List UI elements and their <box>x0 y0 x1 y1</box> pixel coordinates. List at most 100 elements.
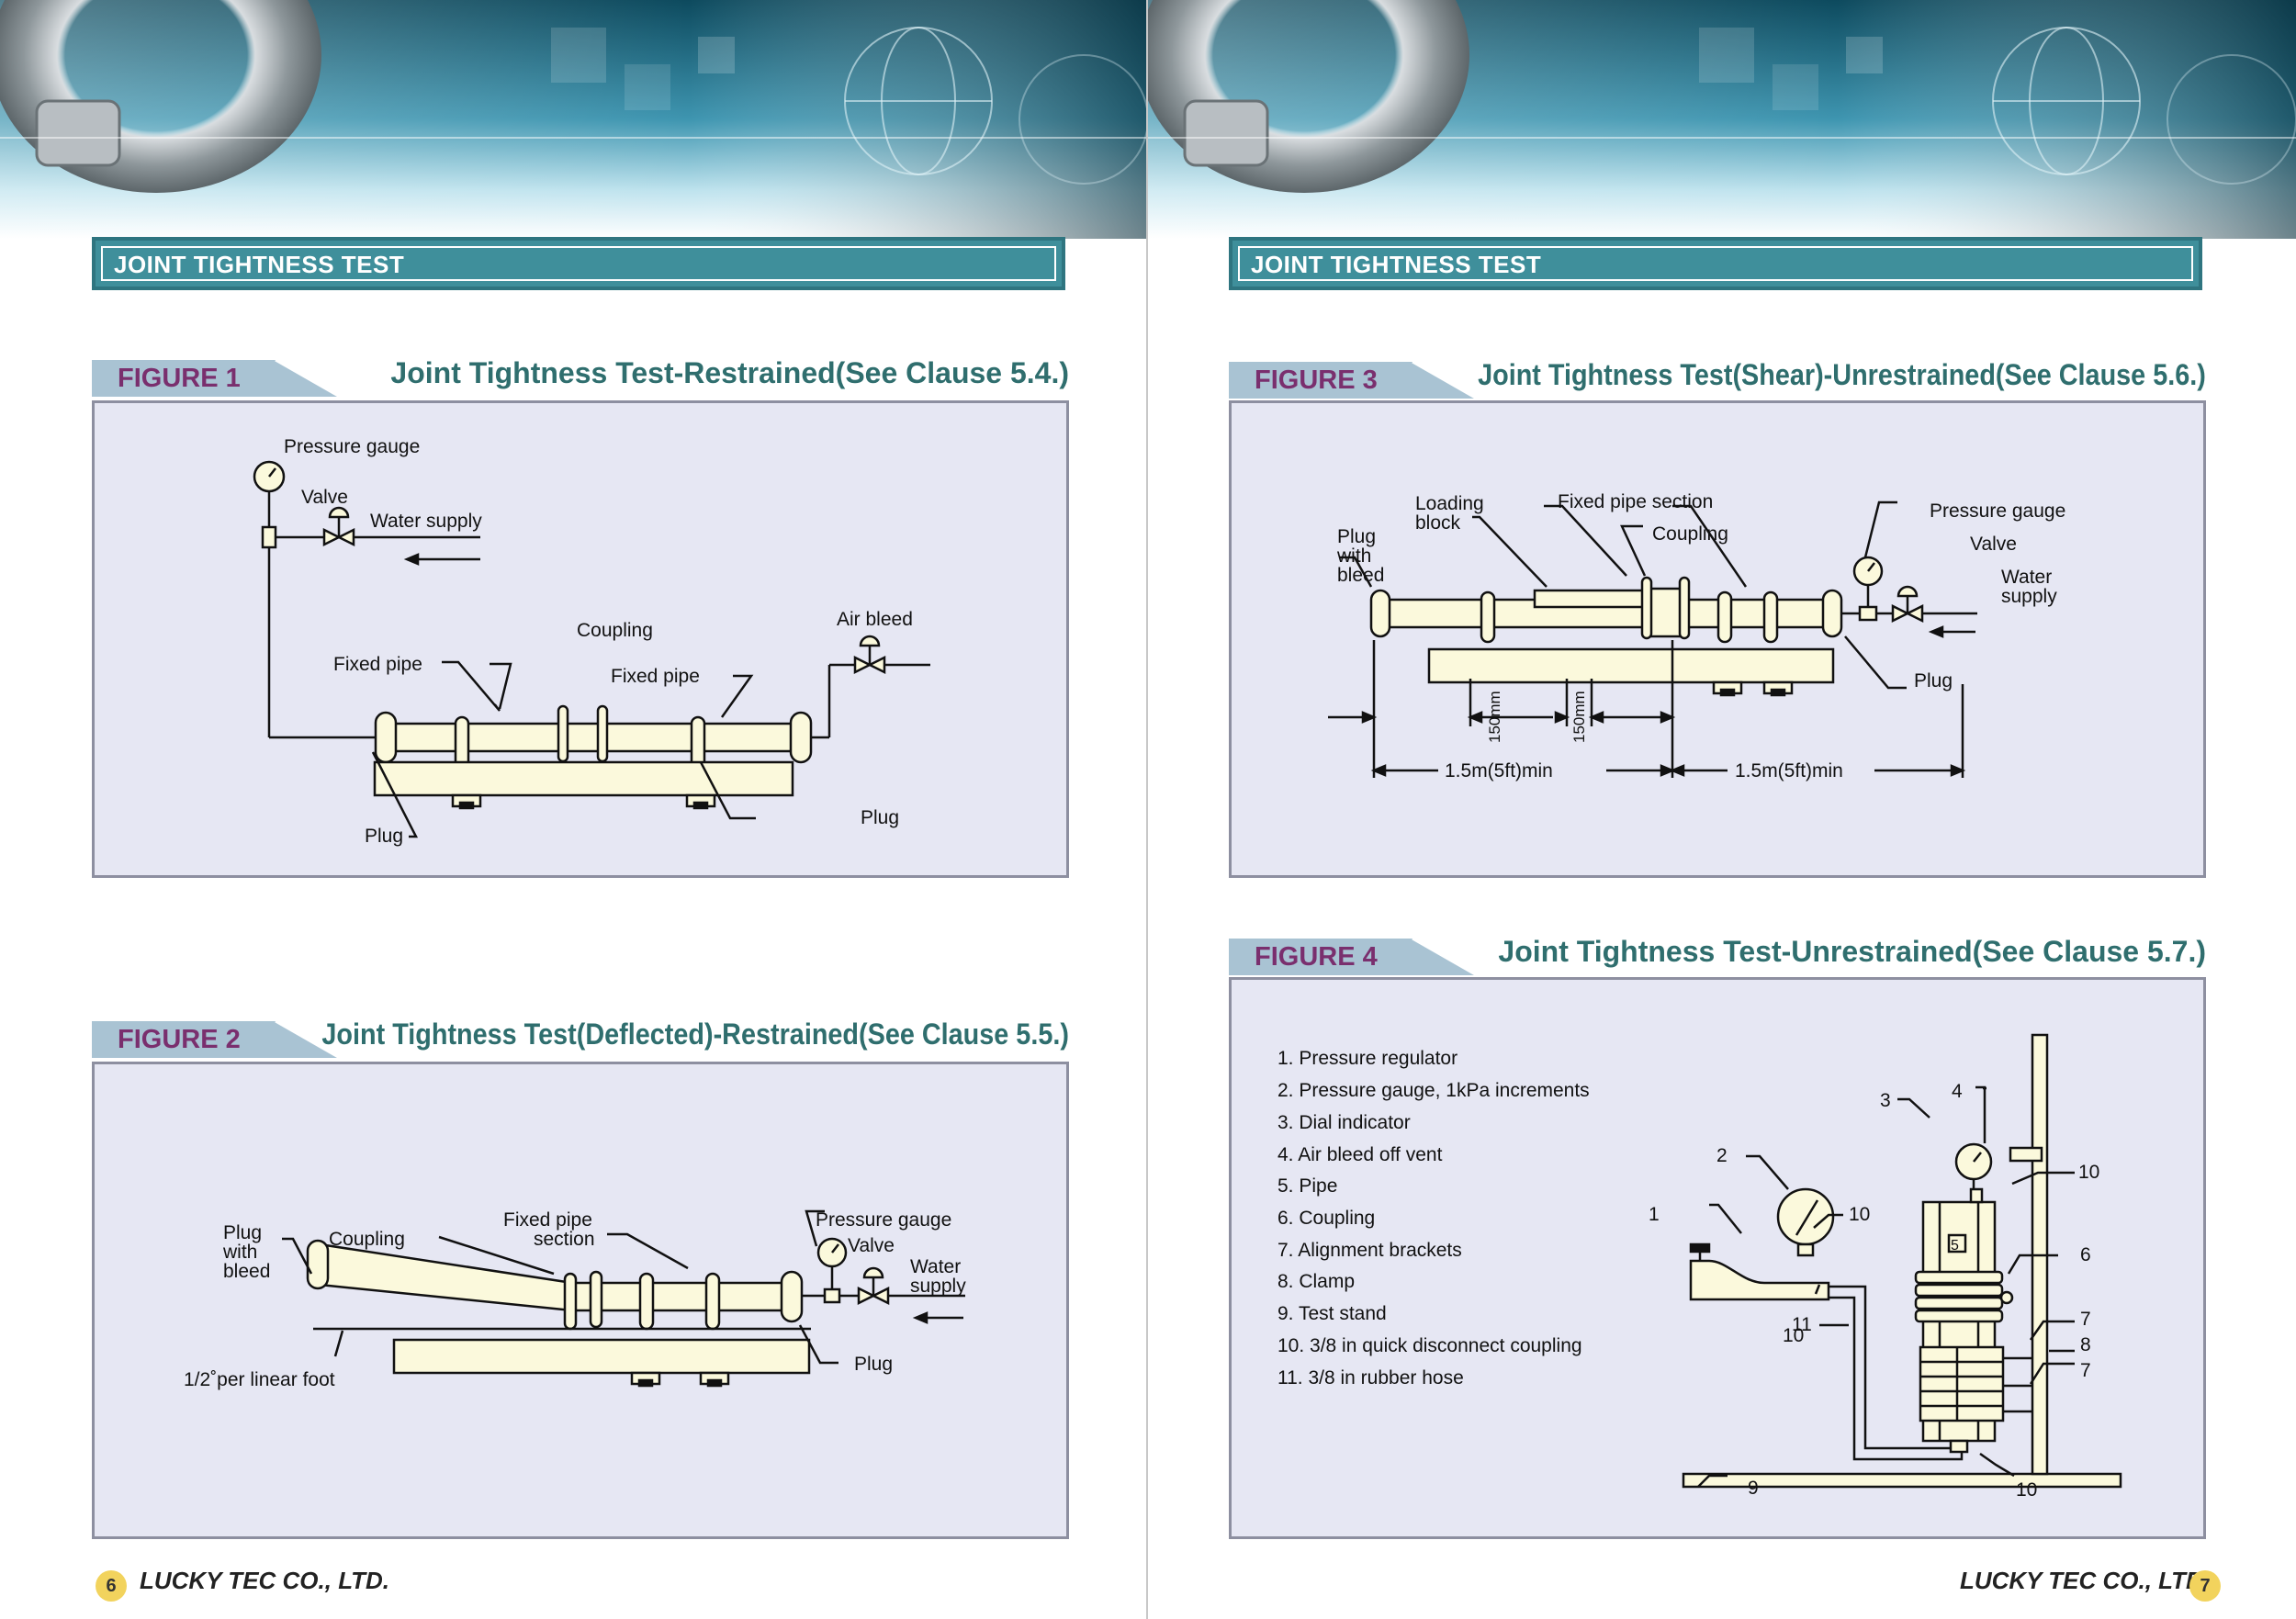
figure-1-title: Joint Tightness Test-Restrained(See Clau… <box>390 356 1069 389</box>
callout-3: 3 <box>1880 1090 1891 1111</box>
label-dim-length-left: 1.5m(5ft)min <box>1445 760 1553 781</box>
callout-11: 11 <box>1792 1314 1812 1335</box>
figure-3-labels: Loading block Fixed pipe section Couplin… <box>1336 491 2065 781</box>
figure-4-callouts: 1 2 3 4 5 6 7 8 7 9 10 10 10 10 11 <box>1649 1081 2099 1501</box>
figure-2-diagram <box>282 1209 965 1388</box>
callout-6: 6 <box>2080 1244 2091 1265</box>
header-banner-image <box>0 0 1146 239</box>
label-plug-with-bleed-1: Plug <box>1337 526 1376 547</box>
callout-10-bottom: 10 <box>2016 1479 2037 1501</box>
label-fixed-pipe-section-1: Fixed pipe <box>503 1209 592 1231</box>
section-heading: JOINT TIGHTNESS TEST <box>114 251 405 278</box>
label-valve: Valve <box>1970 534 2017 555</box>
figure-2-title: Joint Tightness Test(Deflected)-Restrain… <box>321 1017 1069 1051</box>
callout-10-regulator: 10 <box>1783 1325 1804 1346</box>
label-fixed-pipe-right: Fixed pipe <box>611 666 700 687</box>
label-water-supply-2: supply <box>910 1276 966 1297</box>
figure-2-labels: Plug with bleed Coupling Fixed pipe sect… <box>184 1209 966 1390</box>
figure-tab-shape <box>92 1021 341 1058</box>
footer-company-right: LUCKY TEC CO., LTD. <box>1959 1567 2210 1594</box>
label-coupling: Coupling <box>577 620 653 641</box>
label-dim-150-b: 150mm <box>1570 691 1588 743</box>
label-valve: Valve <box>301 487 348 508</box>
callout-10-top: 10 <box>2078 1162 2099 1183</box>
legend-item: 6. Coupling <box>1277 1208 1375 1229</box>
label-plug: Plug <box>854 1354 893 1375</box>
callout-10-gauge: 10 <box>1849 1204 1870 1225</box>
label-dim-length-right: 1.5m(5ft)min <box>1735 760 1843 781</box>
header-banner-image <box>1148 0 2296 239</box>
figure-4-legend: 1. Pressure regulator 2. Pressure gauge,… <box>1277 1048 1590 1389</box>
section-heading-bar: JOINT TIGHTNESS TEST <box>1229 237 2202 290</box>
figure-1-header: FIGURE 1 Joint Tightness Test-Restrained… <box>92 356 1069 397</box>
figure-3-tab: FIGURE 3 <box>1255 365 1378 395</box>
figure-4-header: FIGURE 4 Joint Tightness Test-Unrestrain… <box>1229 935 2206 975</box>
label-pressure-gauge: Pressure gauge <box>1930 500 2065 522</box>
label-water-supply: Water supply <box>370 511 482 532</box>
figure-3-box: Loading block Fixed pipe section Couplin… <box>1229 400 2206 878</box>
callout-5: 5 <box>1951 1238 1959 1254</box>
label-loading-block-1: Loading <box>1415 493 1484 514</box>
legend-item: 8. Clamp <box>1277 1271 1355 1292</box>
legend-item: 10. 3/8 in quick disconnect coupling <box>1277 1335 1582 1356</box>
legend-item: 4. Air bleed off vent <box>1277 1144 1443 1165</box>
page-number-left: 6 <box>96 1570 127 1602</box>
footer-company-left: LUCKY TEC CO., LTD. <box>140 1567 390 1594</box>
callout-7-top: 7 <box>2080 1309 2091 1330</box>
label-air-bleed: Air bleed <box>837 609 913 630</box>
label-plug-with-bleed-1: Plug <box>223 1222 262 1243</box>
figure-3-header: FIGURE 3 Joint Tightness Test(Shear)-Unr… <box>1229 358 2206 399</box>
legend-item: 11. 3/8 in rubber hose <box>1277 1367 1464 1389</box>
label-fixed-pipe-section: Fixed pipe section <box>1558 491 1713 512</box>
figure-4-diagram <box>1682 1033 2122 1489</box>
label-plug-with-bleed-3: bleed <box>223 1261 270 1282</box>
figure-2-box: Plug with bleed Coupling Fixed pipe sect… <box>92 1062 1069 1539</box>
callout-2: 2 <box>1716 1145 1728 1166</box>
left-page: JOINT TIGHTNESS TEST FIGURE 1 Joint Tigh… <box>0 0 1148 1619</box>
label-water-supply-2: supply <box>2001 586 2057 607</box>
label-plug: Plug <box>1914 670 1953 691</box>
legend-item: 7. Alignment brackets <box>1277 1240 1462 1261</box>
figure-1-tab: FIGURE 1 <box>118 364 241 393</box>
right-page: JOINT TIGHTNESS TEST FIGURE 3 Joint Tigh… <box>1148 0 2296 1619</box>
label-plug-with-bleed-2: with <box>222 1242 257 1263</box>
legend-item: 3. Dial indicator <box>1277 1112 1411 1133</box>
label-dim-150-a: 150mm <box>1486 691 1503 743</box>
label-pressure-gauge: Pressure gauge <box>816 1209 951 1231</box>
figure-1-labels: Pressure gauge Valve Water supply Coupli… <box>284 436 913 847</box>
label-coupling: Coupling <box>329 1229 405 1250</box>
figure-tab-shape <box>1229 362 1478 399</box>
callout-8: 8 <box>2080 1334 2091 1355</box>
label-fixed-pipe-section-2: section <box>534 1229 595 1250</box>
figure-tab-shape <box>1229 939 1478 975</box>
figure-1-diagram <box>253 460 930 838</box>
label-loading-block-2: block <box>1415 512 1461 534</box>
label-plug-right: Plug <box>861 807 899 828</box>
callout-9: 9 <box>1748 1478 1759 1499</box>
label-fixed-pipe-left: Fixed pipe <box>333 654 422 675</box>
figure-4-title: Joint Tightness Test-Unrestrained(See Cl… <box>1498 935 2206 968</box>
figure-4-tab: FIGURE 4 <box>1255 942 1378 972</box>
label-plug-left: Plug <box>365 826 403 847</box>
section-heading: JOINT TIGHTNESS TEST <box>1251 251 1542 278</box>
label-water-supply-1: Water <box>2001 567 2052 588</box>
label-plug-with-bleed-2: with <box>1336 545 1371 567</box>
legend-item: 5. Pipe <box>1277 1175 1337 1197</box>
figure-2-header: FIGURE 2 Joint Tightness Test(Deflected)… <box>92 1017 1069 1058</box>
figure-2-tab: FIGURE 2 <box>118 1025 241 1054</box>
callout-4: 4 <box>1952 1081 1963 1102</box>
label-pressure-gauge: Pressure gauge <box>284 436 420 457</box>
label-water-supply-1: Water <box>910 1256 961 1277</box>
callout-7-bottom: 7 <box>2080 1360 2091 1381</box>
label-valve: Valve <box>848 1235 895 1256</box>
figure-1-box: Pressure gauge Valve Water supply Coupli… <box>92 400 1069 878</box>
label-deflection: 1/2˚per linear foot <box>184 1369 335 1390</box>
callout-1: 1 <box>1649 1204 1660 1225</box>
figure-3-diagram <box>1328 500 1977 778</box>
legend-item: 1. Pressure regulator <box>1277 1048 1458 1069</box>
page-number-right: 7 <box>2189 1570 2221 1602</box>
legend-item: 2. Pressure gauge, 1kPa increments <box>1277 1080 1590 1101</box>
section-heading-bar: JOINT TIGHTNESS TEST <box>92 237 1065 290</box>
label-plug-with-bleed-3: bleed <box>1337 565 1384 586</box>
label-coupling: Coupling <box>1652 523 1728 545</box>
